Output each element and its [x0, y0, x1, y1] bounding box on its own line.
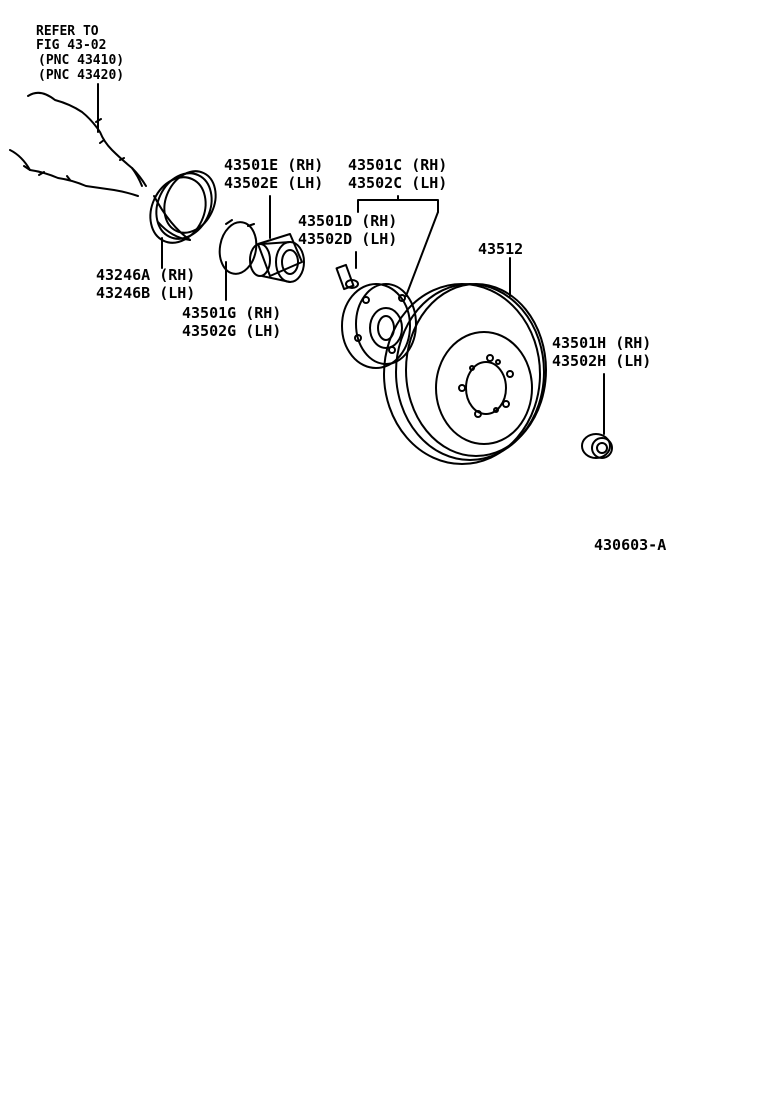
hub-nut-part-rh: 43501H (RH): [552, 334, 652, 352]
steering-knuckle-reference-shape: [9, 91, 147, 197]
dust-deflector: [149, 170, 217, 244]
dust-deflector-part-lh: 43246B (LH): [96, 284, 196, 302]
axle-hub-bracket-leader: [357, 195, 439, 297]
refer-note-line2: FIG 43-02: [36, 38, 107, 53]
hub-bearing: [249, 233, 305, 283]
axle-hub-part-rh: 43501C (RH): [348, 156, 448, 174]
refer-note-line3: (PNC 43410): [38, 53, 125, 68]
hub-bolt: [335, 263, 359, 291]
figure-code: 430603-A: [594, 536, 667, 554]
axle-hub: [341, 283, 417, 369]
hub-bearing-part-lh: 43502E (LH): [224, 174, 324, 192]
hub-nut-part-lh: 43502H (LH): [552, 352, 652, 370]
brake-disc-part-number: 43512: [478, 240, 524, 258]
dust-deflector-part-rh: 43246A (RH): [96, 266, 196, 284]
hub-nut: [581, 433, 613, 459]
axle-hub-part-lh: 43502C (LH): [348, 174, 448, 192]
snap-ring-part-rh: 43501G (RH): [182, 304, 282, 322]
hub-bolt-part-lh: 43502D (LH): [298, 230, 398, 248]
brake-disc: [383, 283, 547, 465]
snap-ring: [218, 219, 258, 275]
refer-note-line1: REFER TO: [36, 24, 99, 39]
refer-note-line4: (PNC 43420): [38, 68, 125, 83]
snap-ring-part-lh: 43502G (LH): [182, 322, 282, 340]
hub-bearing-part-rh: 43501E (RH): [224, 156, 324, 174]
hub-bolt-part-rh: 43501D (RH): [298, 212, 398, 230]
